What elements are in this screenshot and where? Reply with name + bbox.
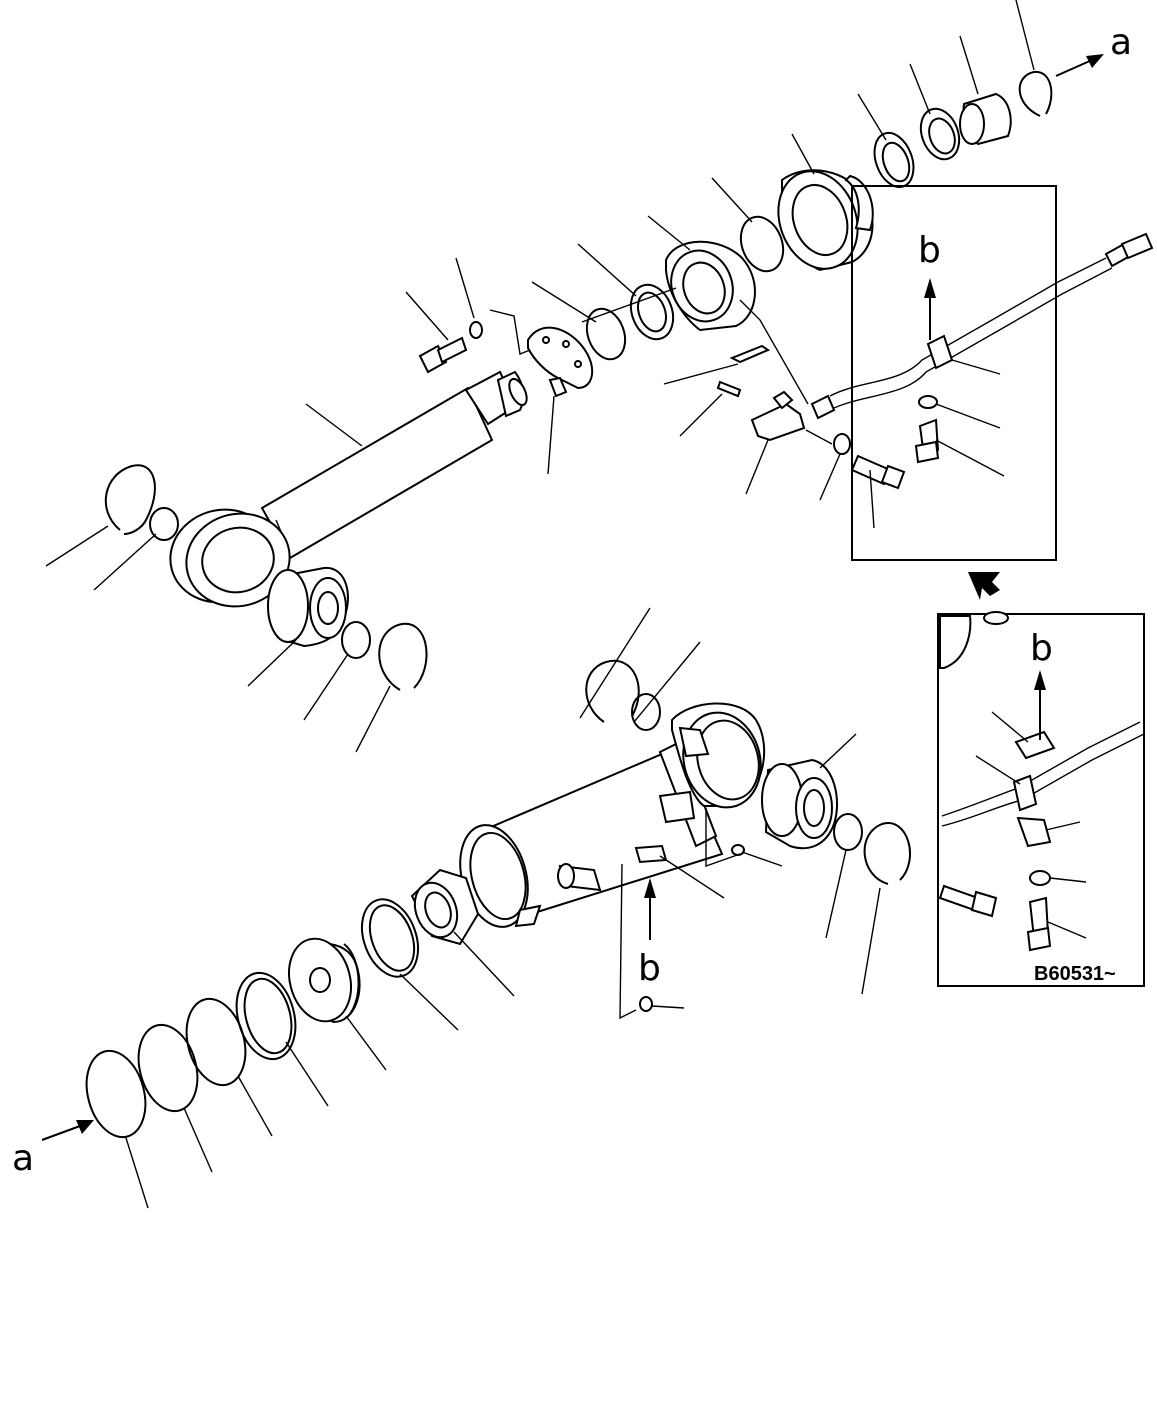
label-b-detail: b bbox=[1030, 628, 1053, 669]
arrow-b-main: b bbox=[918, 230, 941, 340]
bottom-bushing bbox=[762, 760, 910, 884]
label-b-bottom: b bbox=[638, 948, 661, 989]
label-a-top: a bbox=[1110, 22, 1132, 63]
hose-bolt bbox=[852, 456, 904, 488]
label-a-bottom: a bbox=[12, 1138, 34, 1179]
leader-lines-top bbox=[46, 0, 1034, 752]
piston bbox=[280, 932, 360, 1029]
label-b-main: b bbox=[918, 230, 941, 271]
pins-and-bracket bbox=[718, 346, 850, 454]
rod-bolt bbox=[420, 322, 482, 372]
cylinder-tube bbox=[450, 742, 722, 935]
top-seals bbox=[580, 211, 790, 365]
flange-plate bbox=[528, 328, 592, 396]
bottom-eye bbox=[672, 703, 771, 816]
piston-nut bbox=[408, 870, 478, 944]
detail-frame bbox=[852, 186, 1056, 560]
cylinder-head-flange bbox=[765, 160, 873, 280]
detail-inset: b B60531~ bbox=[938, 612, 1144, 986]
sensor-hose bbox=[812, 234, 1152, 462]
piston-rings bbox=[78, 966, 305, 1143]
leader-lines-bottom bbox=[126, 608, 880, 1208]
rod-eye bbox=[160, 498, 300, 618]
piston-collar bbox=[352, 892, 428, 985]
drawing-code: B60531~ bbox=[1034, 963, 1116, 985]
rod-bushing bbox=[268, 568, 427, 690]
tube-mount-blocks bbox=[558, 792, 744, 1011]
arrow-a-top: a bbox=[1056, 22, 1132, 76]
arrow-a-bottom: a bbox=[12, 1120, 94, 1179]
piston-rod bbox=[262, 372, 530, 558]
detail-arrow bbox=[968, 572, 1000, 600]
upper-right-rings bbox=[868, 72, 1052, 193]
arrow-b-bottom: b bbox=[638, 878, 661, 989]
cylinder-head bbox=[661, 242, 754, 330]
bottom-eye-snap-rings bbox=[586, 661, 660, 730]
rod-eye-snap-ring bbox=[106, 465, 178, 540]
